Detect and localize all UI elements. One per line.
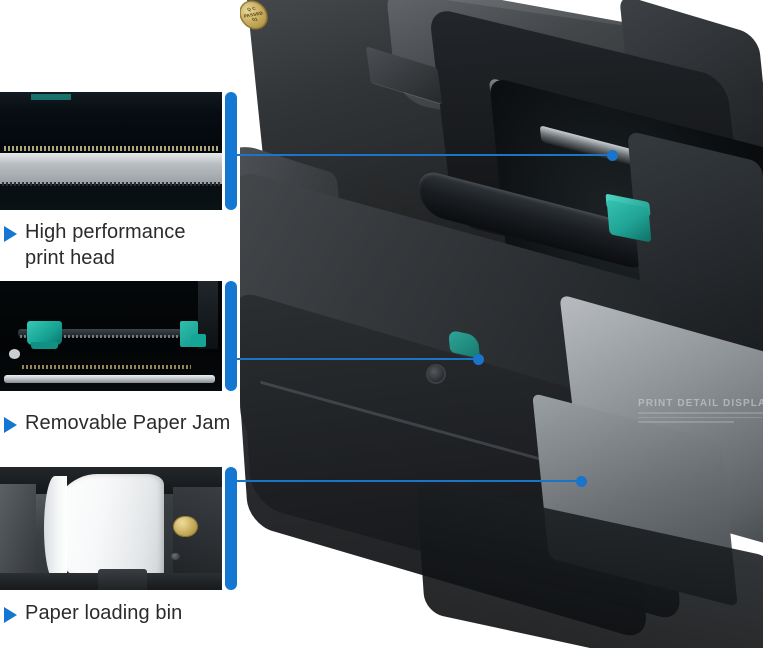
- housing-screw: [428, 366, 444, 382]
- paper-bin-screw: [170, 553, 180, 561]
- paper-guide-right-arm: [190, 333, 207, 347]
- bullet-triangle-icon: [4, 226, 17, 242]
- caption-text-paper-bin: Paper loading bin: [25, 602, 183, 624]
- print-head-teal-tab: [31, 94, 72, 101]
- accent-bar-paper-bin: [225, 467, 237, 590]
- paper-bin-qc-sticker: [173, 516, 198, 538]
- paper-bin-tab: [97, 569, 147, 590]
- callout-photo-paper-bin: [0, 467, 222, 590]
- print-head-metal-bar: [0, 153, 222, 185]
- caption-text-paper-jam: Removable Paper Jam: [25, 412, 231, 434]
- accent-bar-paper-jam: [225, 281, 237, 391]
- callout-photo-paper-jam: [0, 281, 222, 391]
- paper-bin-right-wall: [173, 486, 222, 590]
- accent-bar-print-head: [225, 92, 237, 210]
- paper-jam-element-row: [22, 365, 191, 369]
- hero-printer-photo: Q C PASSED 01 PRINT DETAIL DISPLAY: [240, 0, 763, 648]
- callout-photo-print-head: [0, 92, 222, 210]
- paper-jam-rail: [17, 329, 191, 338]
- qc-sticker-line3: 01: [251, 16, 259, 23]
- paper-jam-rail-texture: [19, 334, 187, 338]
- leader-line-paper-bin: [237, 480, 581, 482]
- leader-dot-paper-jam: [473, 354, 484, 365]
- paper-guide-left-foot: [31, 341, 58, 350]
- paper-jam-nub: [8, 349, 20, 360]
- caption-paper-bin: Paper loading bin: [4, 601, 239, 627]
- print-head-element-row: [4, 146, 218, 152]
- print-head-lower-dots: [2, 181, 220, 186]
- paper-roll: [48, 474, 165, 583]
- leader-dot-print-head: [607, 150, 618, 161]
- bullet-triangle-icon: [4, 607, 17, 623]
- paper-jam-metal-strip: [4, 374, 216, 384]
- paper-bin-left-wall: [0, 484, 36, 590]
- paper-jam-right-panel: [197, 281, 218, 350]
- leader-dot-paper-bin: [576, 476, 587, 487]
- paper-guide-left: [26, 320, 63, 345]
- leader-line-print-head: [237, 154, 612, 156]
- bullet-triangle-icon: [4, 417, 17, 433]
- paper-roll-edge: [44, 475, 67, 582]
- leader-line-paper-jam: [237, 358, 478, 360]
- caption-print-head: High performance print head: [4, 220, 229, 271]
- caption-text-print-head: High performance print head: [25, 221, 186, 269]
- caption-paper-jam: Removable Paper Jam: [4, 411, 239, 437]
